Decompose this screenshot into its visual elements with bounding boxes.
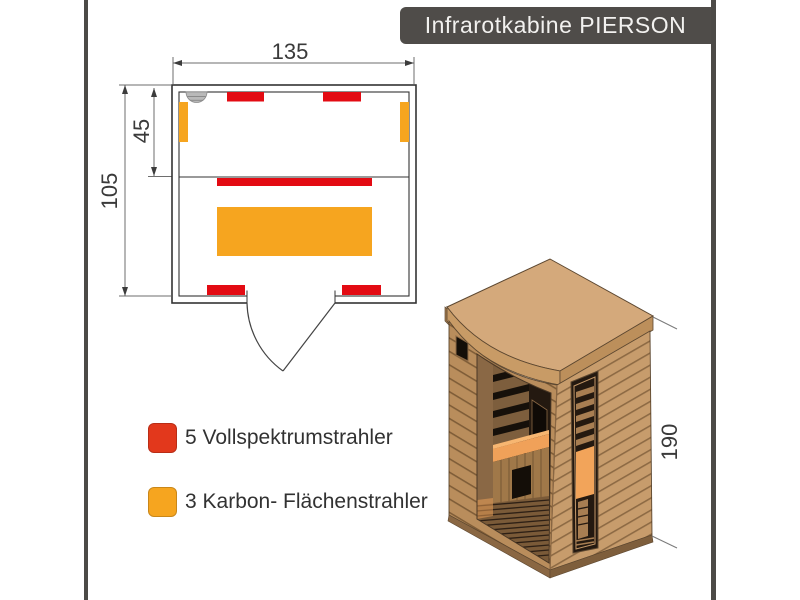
- legend-label-karbon: 3 Karbon- Flächenstrahler: [185, 490, 428, 513]
- floor-plan-drawing: [119, 57, 417, 372]
- cabin-base: [447, 514, 654, 579]
- title-bar: Infrarotkabine PIERSON: [400, 7, 711, 44]
- cabin-vent: [455, 335, 469, 362]
- dim-height-label: 190: [657, 423, 682, 461]
- karbon-heaters: [179, 102, 409, 256]
- dim-inner-label: 45: [129, 118, 154, 144]
- page-title: Infrarotkabine PIERSON: [424, 12, 687, 38]
- dimension-height-ticks: [651, 316, 678, 549]
- legend-label-vollspektrum: 5 Vollspektrumstrahler: [185, 426, 393, 449]
- control-speaker: [185, 91, 208, 103]
- cabin-walls: [171, 84, 417, 305]
- dimension-width: [172, 57, 415, 84]
- dim-width-label: 135: [271, 39, 309, 64]
- vollspektrum-heaters: [207, 92, 381, 295]
- left-frame-line: [84, 0, 88, 600]
- door-swing: [246, 302, 336, 372]
- dimension-depth: [119, 84, 171, 297]
- right-frame-line: [711, 0, 716, 600]
- legend-swatch-karbon: [148, 487, 177, 517]
- legend-swatch-vollspektrum: [148, 423, 177, 453]
- cabin-roof: [444, 258, 655, 386]
- dim-depth-label: 105: [97, 172, 122, 210]
- dimension-inner: [148, 88, 179, 177]
- cabin-side-window: [570, 370, 599, 554]
- cabin-3d-drawing: [444, 258, 678, 579]
